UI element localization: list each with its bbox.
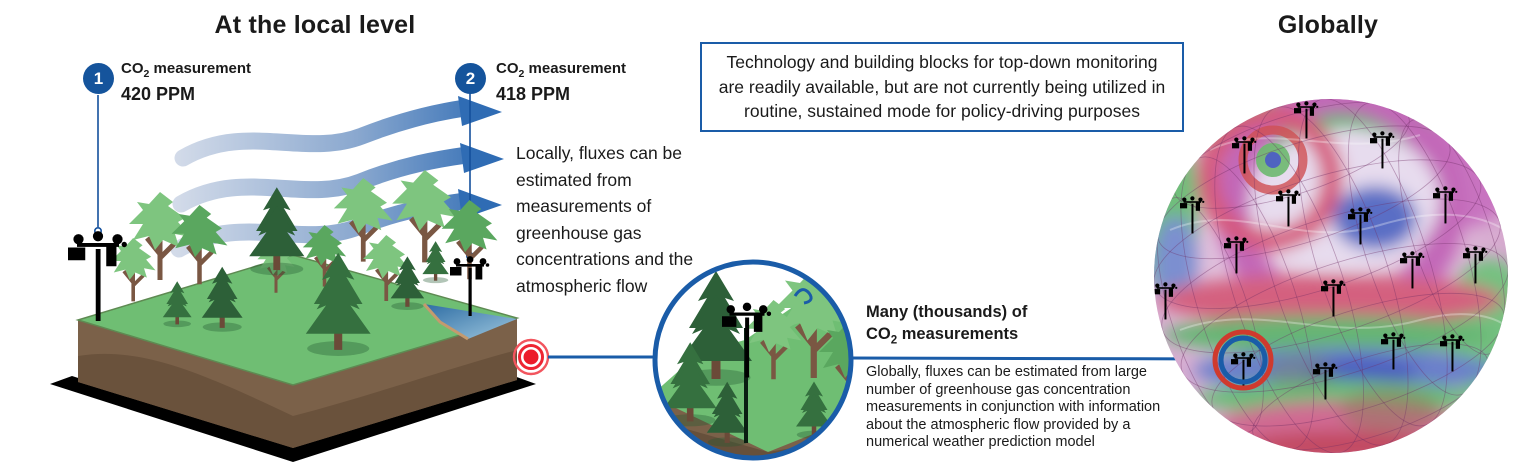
global-caption: Globally, fluxes can be estimated from l… <box>866 364 1161 451</box>
station-number-badge: 1 <box>83 63 114 94</box>
station-number-badge: 2 <box>455 63 486 94</box>
banner-box: Technology and building blocks for top-d… <box>700 42 1184 132</box>
station-2-value: 418 PPM <box>496 84 571 104</box>
local-caption: Locally, fluxes can be estimated from me… <box>516 143 694 296</box>
cyclone-eye <box>1238 125 1308 195</box>
globe-streamlines <box>1169 134 1506 331</box>
station-1-label: CO2 measurement 420 PPM <box>121 60 252 104</box>
global-section-title: Globally <box>1277 11 1379 39</box>
local-section-title: At the local level <box>214 11 416 39</box>
globe-icon <box>1154 99 1508 453</box>
station-highlight-ring <box>1212 329 1274 391</box>
zoom-circle-icon <box>652 259 854 461</box>
connector-lines <box>548 355 1217 361</box>
station-1-value: 420 PPM <box>121 84 196 104</box>
global-heading: Many (thousands) of CO2 measurements <box>866 303 1028 347</box>
forest-land-block <box>50 254 536 462</box>
bullseye-icon <box>512 338 550 376</box>
station-2-label: CO2 measurement 418 PPM <box>496 60 627 104</box>
